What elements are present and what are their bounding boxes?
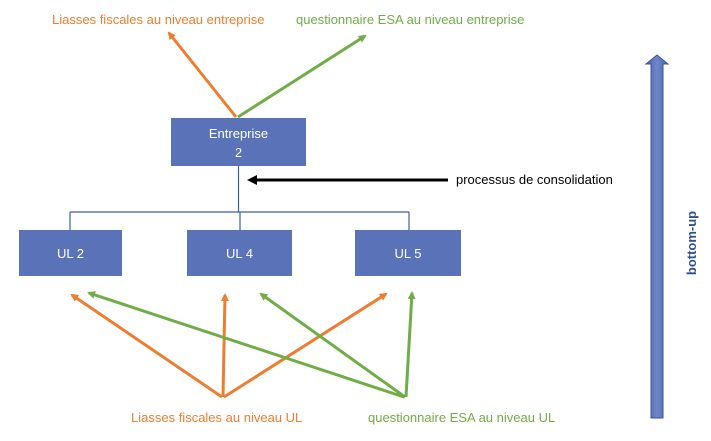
enterprise-name: Entreprise <box>209 126 268 141</box>
enterprise-box: Entreprise 2 <box>171 118 306 166</box>
unit-box-ul5: UL 5 <box>355 230 461 276</box>
top-fiscal-label: Liasses fiscales au niveau entreprise <box>52 12 264 27</box>
enterprise-number: 2 <box>235 145 242 160</box>
top-esa-label: questionnaire ESA au niveau entreprise <box>296 12 524 27</box>
unit-box-ul4: UL 4 <box>187 230 292 276</box>
arrow-esa-to-ul4 <box>259 292 406 399</box>
arrow-fiscal-to-ul2 <box>70 293 223 399</box>
arrow-fiscal-to-ul4 <box>220 293 229 398</box>
green-arrows-bottom <box>87 291 416 399</box>
bottom-up-arrow <box>644 54 670 419</box>
orange-arrows-bottom <box>70 292 388 399</box>
unit-box-ul2: UL 2 <box>19 230 122 276</box>
bottom-esa-label: questionnaire ESA au niveau UL <box>368 410 555 425</box>
arrow-enterprise-to-top-esa <box>237 34 367 119</box>
unit-label: UL 4 <box>226 246 253 261</box>
arrow-esa-to-ul2 <box>87 291 405 399</box>
arrow-enterprise-to-top-fiscal <box>167 31 238 118</box>
unit-label: UL 2 <box>57 246 84 261</box>
unit-label: UL 5 <box>395 246 422 261</box>
hierarchy-connector <box>69 166 410 230</box>
bottom-fiscal-label: Liasses fiscales au niveau UL <box>131 410 302 425</box>
bottom-up-label: bottom-up <box>684 211 699 275</box>
consolidation-label: processus de consolidation <box>456 172 613 187</box>
arrow-fiscal-to-ul5 <box>223 292 388 399</box>
arrow-esa-to-ul5 <box>404 291 416 398</box>
